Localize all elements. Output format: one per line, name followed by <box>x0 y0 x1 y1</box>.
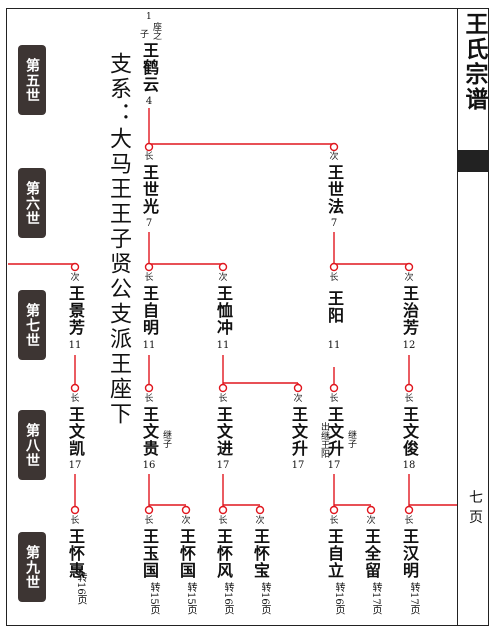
person-page: 17 <box>291 460 305 471</box>
page-number-unit: 页 <box>469 510 483 526</box>
top-seat-prefix: 子 <box>140 30 150 40</box>
person-name: 王文升 <box>325 406 344 457</box>
relation-label: 长 <box>144 394 154 404</box>
person-page: 17 <box>327 460 341 471</box>
page-reference: 转17页 <box>370 582 381 615</box>
person-page: 11 <box>142 340 156 351</box>
relation-label: 长 <box>218 516 228 526</box>
person-name: 王文俊 <box>400 406 419 457</box>
relation-label: 长 <box>404 516 414 526</box>
person-page: 17 <box>216 460 230 471</box>
relation-label: 次 <box>293 394 303 404</box>
page-reference: 转16页 <box>259 582 270 615</box>
person-name: 王文凯 <box>66 406 85 457</box>
relation-label: 长 <box>144 152 154 162</box>
person-name: 王全留 <box>362 528 381 579</box>
generation-label-text: 第七世 <box>24 302 40 348</box>
person-name: 王文进 <box>214 406 233 457</box>
person-name: 王怀风 <box>214 528 233 579</box>
person-name: 王玉国 <box>140 528 159 579</box>
relation-label: 长 <box>329 394 339 404</box>
relation-label: 次 <box>366 516 376 526</box>
person-page: 11 <box>216 340 230 351</box>
person-name: 王怀国 <box>177 528 196 579</box>
relation-label: 次 <box>181 516 191 526</box>
relation-label: 长 <box>329 273 339 283</box>
relation-label: 长 <box>404 394 414 404</box>
generation-label-5: 第五世 <box>18 45 46 115</box>
person-page: 7 <box>145 218 153 229</box>
person-page: 17 <box>68 460 82 471</box>
relation-label: 长 <box>329 516 339 526</box>
relation-label: 长 <box>218 394 228 404</box>
top-seat: 座之 <box>151 22 161 40</box>
generation-label-9: 第九世 <box>18 532 46 602</box>
page-reference: 转16页 <box>222 582 233 615</box>
person-note: 继子 <box>346 430 356 448</box>
page-frame <box>6 8 489 626</box>
branch-note: 支系：大马王王子贤公支派王座下 <box>106 52 131 427</box>
person-note: 出继王阳 <box>319 422 329 458</box>
page-number: 七 页 <box>466 488 486 528</box>
person-page: 12 <box>402 340 416 351</box>
generation-label-text: 第六世 <box>24 180 40 226</box>
person-name: 王景芳 <box>66 285 85 336</box>
person-page: 11 <box>68 340 82 351</box>
page-number-digit: 七 <box>469 490 483 506</box>
person-name: 王治芳 <box>400 285 419 336</box>
person-name: 王怀宝 <box>251 528 270 579</box>
title-divider <box>457 150 489 172</box>
person-page: 16 <box>142 460 156 471</box>
person-name: 王自明 <box>140 285 159 336</box>
person-name: 王阳 <box>325 290 344 324</box>
generation-label-text: 第九世 <box>24 544 40 590</box>
generation-label-text: 第八世 <box>24 422 40 468</box>
generation-label-8: 第八世 <box>18 410 46 480</box>
person-page: 4 <box>145 96 153 107</box>
person-name: 王自立 <box>325 528 344 579</box>
person-name: 王世光 <box>140 164 159 215</box>
relation-label: 次 <box>329 152 339 162</box>
person-note: 继子 <box>161 430 171 448</box>
relation-label: 次 <box>218 273 228 283</box>
person-page: 18 <box>402 460 416 471</box>
relation-label: 次 <box>70 273 80 283</box>
person-name: 王恤冲 <box>214 285 233 336</box>
page-reference: 转16页 <box>75 572 86 605</box>
book-title: 王氏宗谱 <box>461 12 488 112</box>
page-reference: 转15页 <box>185 582 196 615</box>
person-name: 王世法 <box>325 164 344 215</box>
top-index: 1 <box>146 12 152 22</box>
generation-label-6: 第六世 <box>18 168 46 238</box>
page-reference: 转15页 <box>148 582 159 615</box>
person-name: 王鹤云 <box>140 42 159 93</box>
person-name: 王文升 <box>289 406 308 457</box>
title-panel <box>457 8 490 626</box>
person-name: 王文贵 <box>140 406 159 457</box>
generation-label-text: 第五世 <box>24 57 40 103</box>
person-page: 7 <box>330 218 338 229</box>
relation-label: 次 <box>404 273 414 283</box>
person-name: 王汉明 <box>400 528 419 579</box>
page-reference: 转17页 <box>408 582 419 615</box>
relation-label: 长 <box>70 394 80 404</box>
relation-label: 次 <box>255 516 265 526</box>
relation-label: 长 <box>144 516 154 526</box>
generation-label-7: 第七世 <box>18 290 46 360</box>
person-page: 11 <box>327 340 341 351</box>
relation-label: 长 <box>144 273 154 283</box>
relation-label: 长 <box>70 516 80 526</box>
page-reference: 转16页 <box>333 582 344 615</box>
person-name: 王怀惠 <box>66 528 85 579</box>
